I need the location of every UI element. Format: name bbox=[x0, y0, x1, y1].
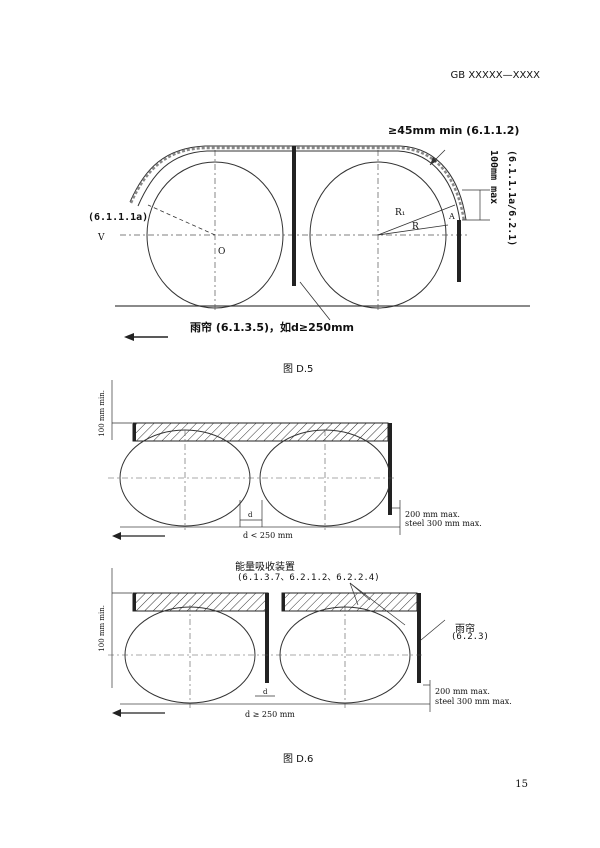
fig6b-100mm-label: 100 mm min. bbox=[98, 605, 106, 652]
fig6a-d-condition: d < 250 mm bbox=[243, 531, 293, 540]
fig5-r-label: R bbox=[412, 222, 419, 232]
energy-device-label: 能量吸收装置 bbox=[235, 562, 295, 573]
standard-id-header: GB XXXXX—XXXX bbox=[450, 70, 540, 81]
fig6b-d-label: d bbox=[263, 688, 268, 696]
fig6a-100mm-label: 100 mm min. bbox=[98, 390, 106, 437]
fig5-o-label: O bbox=[218, 247, 226, 257]
fig6a-200mm-label: 200 mm max. bbox=[405, 510, 460, 519]
figure-d6-caption: 图 D.6 bbox=[283, 754, 314, 765]
fig5-top-label: ≥45mm min (6.1.1.2) bbox=[388, 124, 520, 137]
fig6b-steel-label: steel 300 mm max. bbox=[435, 697, 512, 706]
fig6a-d-label: d bbox=[248, 511, 253, 519]
rain-curtain-label: 雨帘 bbox=[455, 624, 475, 635]
fig5-r1-label: R₁ bbox=[395, 208, 406, 218]
rain-curtain-ref: (6.2.3) bbox=[451, 632, 489, 642]
page-number: 15 bbox=[515, 779, 528, 790]
fig6a-steel-label: steel 300 mm max. bbox=[405, 519, 482, 528]
fig6b-d-condition: d ≥ 250 mm bbox=[245, 710, 295, 719]
fig5-a-label: A bbox=[449, 212, 455, 221]
fig5-bottom-label: 雨帘 (6.1.3.5)，如d≥250mm bbox=[190, 321, 355, 334]
fig6b-200mm-label: 200 mm max. bbox=[435, 687, 490, 696]
fig5-right-ref-label: (6.1.1.1a/6.2.1) bbox=[506, 150, 517, 247]
energy-device-refs: (6.1.3.7、6.2.1.2、6.2.2.4) bbox=[237, 573, 380, 583]
fig5-right-100mm-label: 100mm max bbox=[488, 150, 499, 205]
figure-d5-caption: 图 D.5 bbox=[283, 364, 314, 375]
fig5-v-label: V bbox=[98, 233, 105, 243]
fig5-left-ref-label: (6.1.1.1a) bbox=[88, 212, 149, 223]
